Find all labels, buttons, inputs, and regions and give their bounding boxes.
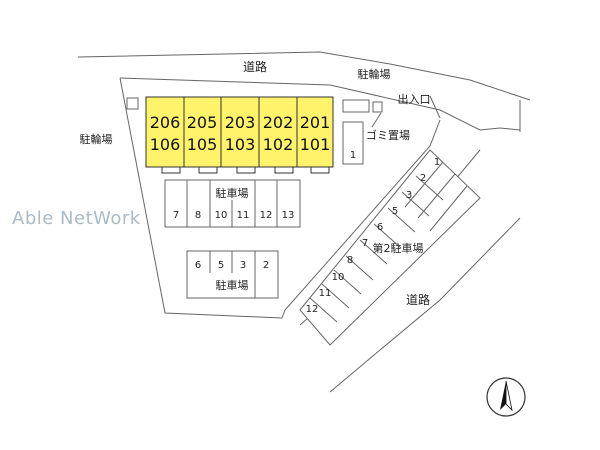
unit-upper-number: 202 — [263, 113, 294, 132]
parking-space-number: 13 — [282, 210, 295, 221]
parking-space-number: 12 — [260, 210, 273, 221]
building-units: 206 106 205 105 203 103 202 102 201 101 — [145, 96, 334, 174]
parking-second-outline — [299, 149, 481, 346]
annex-unit-box — [342, 121, 364, 165]
garbage-box — [372, 101, 383, 113]
bike-parking-left-box — [126, 97, 139, 110]
unit-upper-number: 205 — [187, 113, 218, 132]
porch — [236, 166, 256, 174]
parking-b-outline — [186, 250, 279, 299]
unit-block — [258, 96, 298, 168]
road-right-edge-outer — [329, 217, 521, 393]
unit-lower-number: 105 — [187, 135, 218, 154]
parking-space-number: 11 — [319, 288, 332, 299]
parking-space-number: 5 — [218, 260, 224, 271]
parking-space-number: 12 — [306, 304, 319, 315]
parking-space-number: 3 — [406, 190, 412, 201]
parking-space-number: 5 — [392, 206, 398, 217]
unit-upper-number: 206 — [150, 113, 181, 132]
unit-block — [220, 96, 260, 168]
parking-space-number: 10 — [215, 210, 228, 221]
annex-unit-number: 1 — [350, 150, 356, 161]
parking-space-number: 3 — [240, 260, 246, 271]
road-top-edge-inner — [119, 77, 521, 131]
unit-upper-number: 203 — [225, 113, 256, 132]
bike-parking-left-label: 駐輪場 — [80, 132, 113, 146]
parking-second — [299, 149, 481, 346]
unit-lower-number: 101 — [300, 135, 331, 154]
bike-parking-right-box — [342, 99, 370, 113]
unit-block — [183, 96, 222, 168]
unit-block — [145, 96, 185, 168]
parking-space-number: 6 — [195, 260, 201, 271]
road-top-edge-outer — [77, 51, 531, 101]
parking-b: 6 5 3 2 駐車場 — [186, 250, 279, 299]
parking-space-number: 8 — [347, 255, 353, 266]
north-arrow-icon — [486, 377, 526, 417]
entrance-marker — [429, 95, 441, 119]
parking-space-number: 7 — [173, 210, 179, 221]
parking-space-number: 11 — [237, 210, 250, 221]
parking-second-label: 第2駐車場 — [373, 241, 424, 255]
parking-second-numbers: 1 2 3 5 6 7 8 10 11 12 第2駐車場 — [306, 157, 441, 315]
parking-space-number: 2 — [263, 260, 269, 271]
garbage-label: ゴミ置場 — [366, 128, 410, 142]
parking-a: 駐車場 7 8 10 11 12 13 — [164, 179, 301, 228]
porch — [161, 166, 181, 174]
unit-upper-number: 201 — [300, 113, 331, 132]
parking-space-number: 10 — [332, 272, 345, 283]
parking-space-number: 6 — [377, 222, 383, 233]
bike-parking-right-label: 駐輪場 — [358, 67, 391, 81]
parking-second-dividers — [309, 175, 444, 323]
watermark: Able NetWork — [12, 208, 141, 229]
parking-space-number: 1 — [434, 157, 440, 168]
parking-space-number: 2 — [420, 173, 426, 184]
parking-space-number: 8 — [195, 210, 201, 221]
garbage-pointer — [371, 112, 382, 128]
porch — [310, 166, 330, 174]
unit-block — [296, 96, 334, 168]
entrance-label: 出入口 — [398, 92, 431, 106]
porch — [198, 166, 218, 174]
porch — [274, 166, 294, 174]
parking-a-label: 駐車場 — [216, 186, 249, 200]
unit-lower-number: 102 — [263, 135, 294, 154]
road-right-label: 道路 — [406, 292, 430, 307]
road-top-label: 道路 — [243, 59, 267, 74]
unit-lower-number: 106 — [150, 135, 181, 154]
parking-b-label: 駐車場 — [216, 278, 249, 292]
site-boundary — [119, 77, 441, 319]
unit-lower-number: 103 — [225, 135, 256, 154]
parking-space-number: 7 — [362, 238, 368, 249]
